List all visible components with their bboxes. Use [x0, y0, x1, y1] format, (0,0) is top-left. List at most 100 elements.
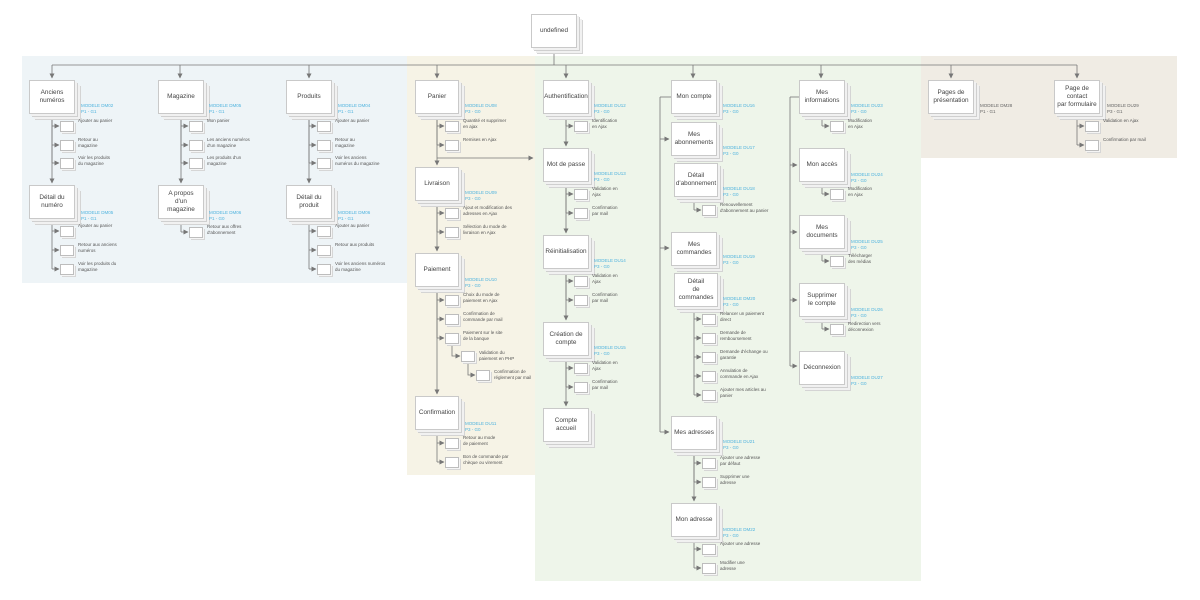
subpage-box — [574, 276, 588, 287]
subpage-label: Retour aux produits — [335, 242, 375, 247]
subpage-box — [445, 457, 459, 468]
subpage-label: Mon panier — [207, 118, 230, 123]
page-node-detail-produit: Détail du produit — [286, 185, 332, 219]
page-node-produits: Produits — [286, 80, 332, 114]
subpage-box — [60, 264, 74, 275]
page-node-mes-abonnements: Mes abonnements — [671, 122, 717, 156]
subpage-label: Ajouter au panier — [335, 118, 370, 123]
page-node-paiement: Paiement — [415, 253, 459, 287]
zone-catalogue — [22, 56, 407, 283]
page-node-confirmation: Confirmation — [415, 396, 459, 430]
subpage-box — [445, 140, 459, 151]
subpage-box — [574, 208, 588, 219]
page-node-mot-de-passe: Mot de passe — [543, 148, 589, 182]
subpage-box — [702, 390, 716, 401]
subpage-box — [830, 121, 844, 132]
subpage-box — [461, 351, 475, 362]
page-node-magazine: Magazine — [158, 80, 204, 114]
subpage-box — [574, 363, 588, 374]
subpage-box — [702, 352, 716, 363]
subpage-box — [317, 140, 331, 151]
page-node-mon-acces: Mon accès — [799, 148, 845, 182]
page-node-mes-informations: Mes informations — [799, 80, 845, 114]
subpage-box — [445, 314, 459, 325]
subpage-box — [317, 226, 331, 237]
page-node-reinitialisation: Réinitialisation — [543, 235, 589, 269]
subpage-box — [445, 295, 459, 306]
page-node-mes-adresses: Mes adresses — [671, 416, 717, 450]
page-node-authentification: Authentification — [543, 80, 589, 114]
subpage-box — [830, 189, 844, 200]
subpage-box — [702, 544, 716, 555]
subpage-box — [574, 295, 588, 306]
subpage-label: Ajouter au panier — [78, 223, 113, 228]
page-node-livraison: Livraison — [415, 167, 459, 201]
subpage-box — [189, 227, 203, 238]
subpage-box — [189, 158, 203, 169]
subpage-box — [445, 438, 459, 449]
subpage-box — [702, 458, 716, 469]
subpage-box — [317, 158, 331, 169]
subpage-label: Ajouter une adresse — [720, 541, 761, 546]
subpage-box — [702, 371, 716, 382]
page-node-creation-compte: Création de compte — [543, 322, 589, 356]
subpage-box — [702, 314, 716, 325]
subpage-box — [60, 245, 74, 256]
subpage-box — [317, 121, 331, 132]
subpage-box — [317, 264, 331, 275]
subpage-box — [476, 370, 490, 381]
subpage-box — [60, 226, 74, 237]
subpage-box — [60, 121, 74, 132]
subpage-box — [702, 563, 716, 574]
page-node-detail-numero: Détail du numéro — [29, 185, 75, 219]
subpage-box — [574, 189, 588, 200]
zone-compte — [535, 56, 921, 581]
subpage-label: Confirmation par mail — [1103, 137, 1146, 142]
subpage-box — [189, 140, 203, 151]
subpage-box — [60, 140, 74, 151]
